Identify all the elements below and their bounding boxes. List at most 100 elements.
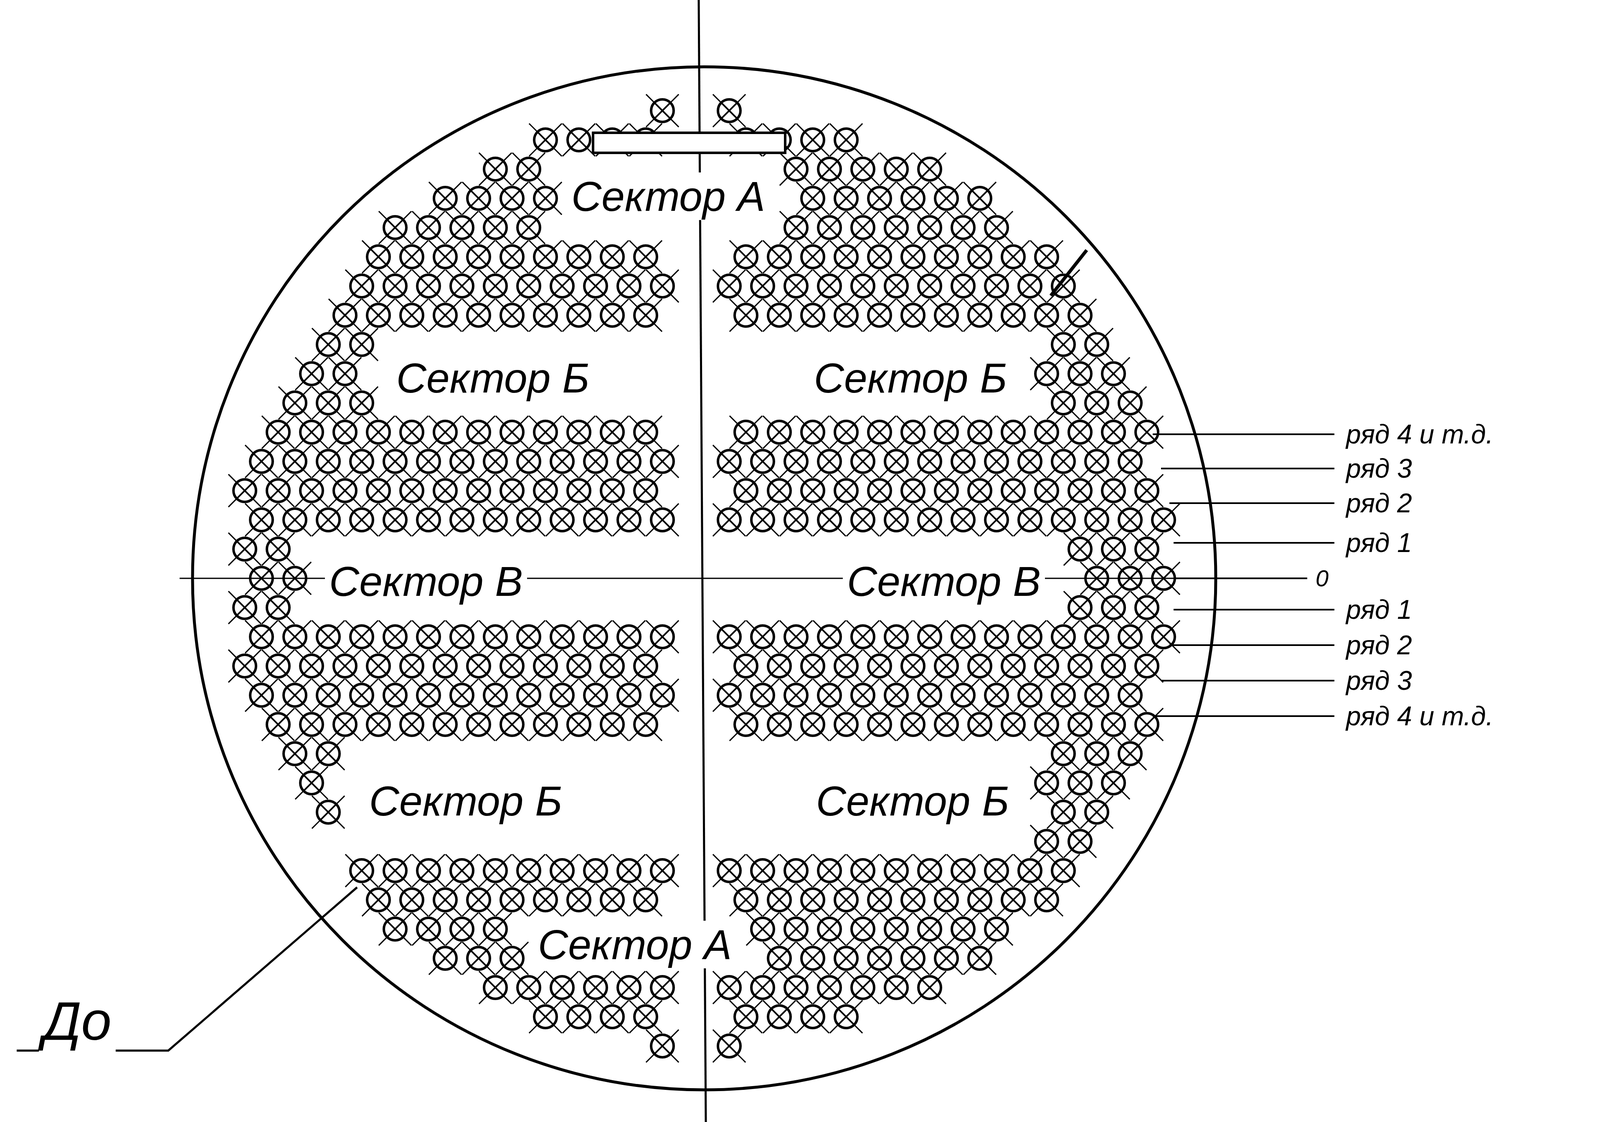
lattice-line xyxy=(378,269,412,303)
lattice-line xyxy=(311,445,345,478)
lattice-line xyxy=(345,503,378,537)
lattice-line xyxy=(378,679,412,712)
lattice-line xyxy=(529,123,562,157)
tube-hole xyxy=(534,479,557,503)
lattice-line xyxy=(846,269,880,303)
tube xyxy=(362,299,395,332)
tube-hole xyxy=(918,157,941,181)
tube-cross xyxy=(788,453,804,470)
lattice-line xyxy=(579,679,612,712)
tube-cross xyxy=(570,716,587,733)
tube-hole xyxy=(651,450,674,473)
lattice-line xyxy=(562,123,596,157)
tube-hole xyxy=(968,713,992,736)
lattice-line xyxy=(779,620,813,654)
tube-cross xyxy=(1088,453,1105,470)
tube-cross xyxy=(520,687,537,704)
lattice-line xyxy=(980,679,1013,712)
lattice-line xyxy=(1113,503,1147,537)
tube-cross xyxy=(754,453,771,470)
tube xyxy=(362,708,395,741)
tube-cross xyxy=(971,716,988,733)
lattice-line xyxy=(1047,620,1080,654)
lattice-line xyxy=(629,415,662,449)
lattice-line xyxy=(796,182,830,215)
tube-hole xyxy=(500,479,524,503)
tube-hole xyxy=(300,713,323,736)
tube-cross xyxy=(788,512,804,528)
tube-cross xyxy=(1005,482,1022,499)
lattice-line xyxy=(345,269,378,303)
tube xyxy=(913,269,946,303)
lattice-line xyxy=(362,708,395,741)
lattice-line xyxy=(462,474,495,508)
lattice-line xyxy=(345,620,378,654)
tube xyxy=(445,503,479,537)
tube xyxy=(913,679,946,712)
lattice-line xyxy=(395,474,429,508)
lattice-line xyxy=(913,445,946,478)
tube-hole xyxy=(300,654,323,678)
tube-cross xyxy=(1021,512,1038,528)
tube-cross xyxy=(871,658,888,675)
lattice-line xyxy=(595,240,629,274)
tube-cross xyxy=(1038,248,1055,265)
tube-cross xyxy=(1138,424,1155,441)
lattice-line xyxy=(863,182,896,215)
tube-hole xyxy=(333,654,357,678)
tube-cross xyxy=(804,424,821,441)
tube-cross xyxy=(487,219,504,236)
tube-cross xyxy=(437,307,454,324)
tube-cross xyxy=(788,278,804,295)
tube-cross xyxy=(804,131,821,148)
tube-cross xyxy=(871,190,888,207)
lattice-line xyxy=(746,503,779,537)
tube xyxy=(846,152,880,186)
tube xyxy=(963,474,997,508)
lattice-line xyxy=(913,152,946,186)
lattice-line xyxy=(980,445,1013,478)
tube xyxy=(328,649,362,683)
tube-cross xyxy=(604,658,621,675)
tube xyxy=(1080,328,1114,361)
lattice-line xyxy=(228,474,262,508)
lattice-line xyxy=(345,328,378,361)
tube xyxy=(829,182,863,215)
tube xyxy=(512,211,546,244)
tube xyxy=(378,679,412,712)
tube-hole xyxy=(634,713,657,736)
tube-cross xyxy=(437,482,454,499)
tube-cross xyxy=(604,424,621,441)
tube-hole xyxy=(935,479,958,503)
tube-hole xyxy=(1035,362,1058,386)
tube xyxy=(595,708,629,741)
tube-cross xyxy=(1038,424,1055,441)
lattice-line xyxy=(512,679,546,712)
tube-hole xyxy=(868,245,891,269)
lattice-line xyxy=(1063,415,1097,449)
tube-hole xyxy=(935,654,958,678)
tube-cross xyxy=(303,716,320,733)
lattice-line xyxy=(1063,649,1097,683)
tube-cross xyxy=(804,482,821,499)
tube-hole xyxy=(801,713,825,736)
tube xyxy=(495,299,529,332)
tube-hole xyxy=(417,508,440,532)
tube-hole xyxy=(383,450,407,473)
tube-cross xyxy=(871,190,888,207)
tube-cross xyxy=(270,658,287,675)
tube-hole xyxy=(901,713,925,736)
tube-cross xyxy=(453,512,470,528)
tube-hole xyxy=(751,625,774,649)
tube xyxy=(763,708,796,741)
tube-hole xyxy=(784,274,808,298)
tube xyxy=(913,152,946,186)
tube-cross xyxy=(487,453,504,470)
lattice-line xyxy=(863,299,896,332)
tube-cross xyxy=(387,219,404,236)
tube-cross xyxy=(520,161,537,178)
tube xyxy=(1063,415,1097,449)
lattice-line xyxy=(579,620,612,654)
tube xyxy=(562,649,596,683)
